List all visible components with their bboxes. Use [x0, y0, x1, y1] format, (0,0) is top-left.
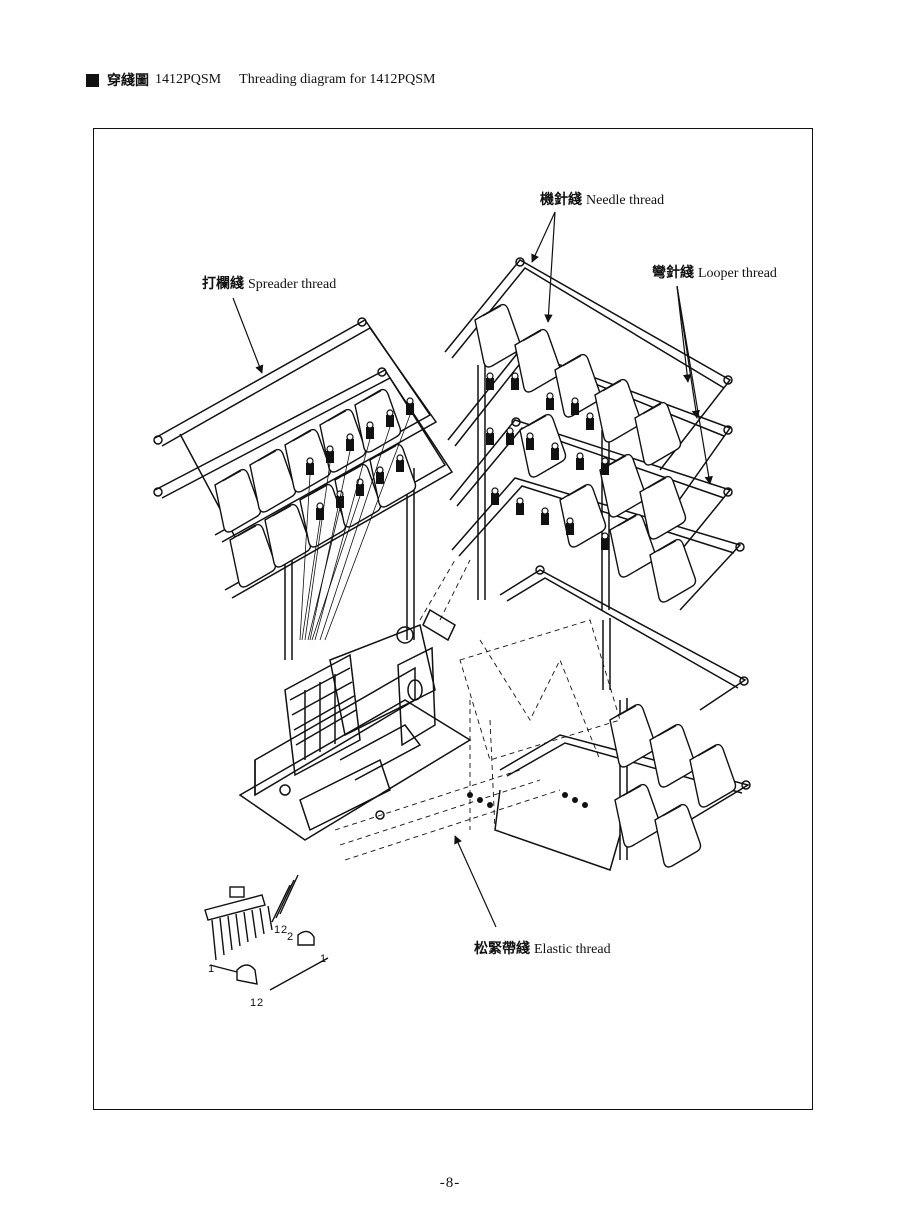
spreader-thread-label-zh: 打欄綫 — [202, 277, 244, 292]
elastic-thread-label-zh: 松緊帶綫 — [474, 942, 530, 957]
spreader-thread-lines — [299, 414, 411, 641]
page-number: -8- — [439, 1175, 461, 1191]
elastic-thread-label-en: Elastic thread — [534, 942, 611, 957]
spreader-cones — [214, 388, 417, 588]
page-header: 穿綫圖 1412PQSM Threading diagram for 1412P… — [86, 70, 436, 90]
callout-arrows — [232, 211, 713, 928]
looper-thread-label-zh: 彎針綫 — [652, 266, 694, 281]
elastic-thread-label: 松緊帶綫 Elastic thread — [474, 938, 611, 958]
elastic-plate-holes — [467, 792, 588, 808]
elastic-cones — [609, 703, 737, 868]
header-model: 1412PQSM — [155, 72, 222, 87]
diagram-frame — [93, 128, 813, 1110]
needle-thread-label-en: Needle thread — [586, 193, 665, 208]
header-title-en: Threading diagram for 1412PQSM — [239, 72, 436, 87]
detail-number: 2 — [287, 931, 293, 943]
detail-number: 1 — [274, 924, 280, 936]
detail-number: 1 — [208, 963, 214, 975]
spreader-rod-detail — [204, 874, 329, 991]
looper-thread-label-en: Looper thread — [698, 266, 777, 281]
square-bullet-icon — [86, 73, 99, 87]
needle-thread-label-zh: 機針綫 — [540, 193, 582, 208]
detail-number: 1 — [320, 953, 326, 965]
detail-number: 1 — [250, 997, 256, 1009]
looper-thread-label: 彎針綫 Looper thread — [652, 262, 777, 282]
needle-thread-label: 機針綫 Needle thread — [540, 189, 664, 209]
dashed-thread-paths — [334, 559, 621, 861]
spreader-thread-label-en: Spreader thread — [248, 277, 337, 292]
detail-number: 2 — [257, 997, 263, 1009]
detail-numbers: 1 2 1 2 1 1 2 — [208, 924, 326, 1009]
header-title-zh: 穿綫圖 — [107, 74, 149, 89]
spreader-thread-label: 打欄綫 Spreader thread — [202, 273, 336, 293]
needle-looper-cones — [474, 303, 697, 603]
detail-number: 2 — [281, 924, 287, 936]
sewing-machine — [238, 608, 472, 841]
